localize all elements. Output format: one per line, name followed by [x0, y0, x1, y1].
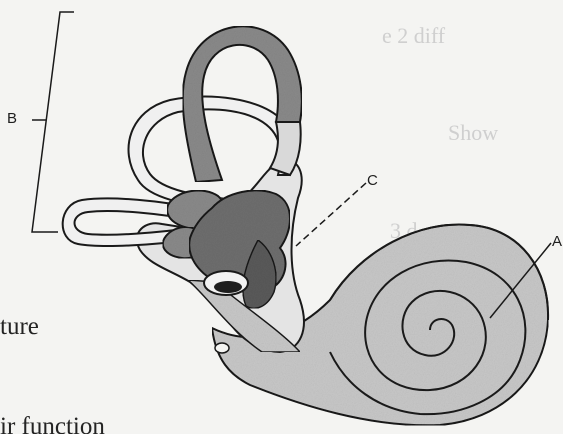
round-window	[215, 343, 229, 353]
text-fragment-structure: ture	[0, 313, 39, 340]
oval-window	[204, 271, 248, 295]
bracket-b	[32, 12, 74, 232]
label-c: C	[367, 172, 378, 189]
pointer-c	[296, 183, 366, 246]
text-fragment-function: ir function	[0, 413, 105, 434]
bleed-through-line-1: e 2 diff	[382, 23, 446, 48]
label-b: B	[7, 110, 17, 127]
bleed-through-line-2: Show	[448, 120, 498, 145]
bleed-through-text: e 2 diff Show 3 d	[382, 23, 498, 243]
label-a: A	[552, 233, 562, 250]
